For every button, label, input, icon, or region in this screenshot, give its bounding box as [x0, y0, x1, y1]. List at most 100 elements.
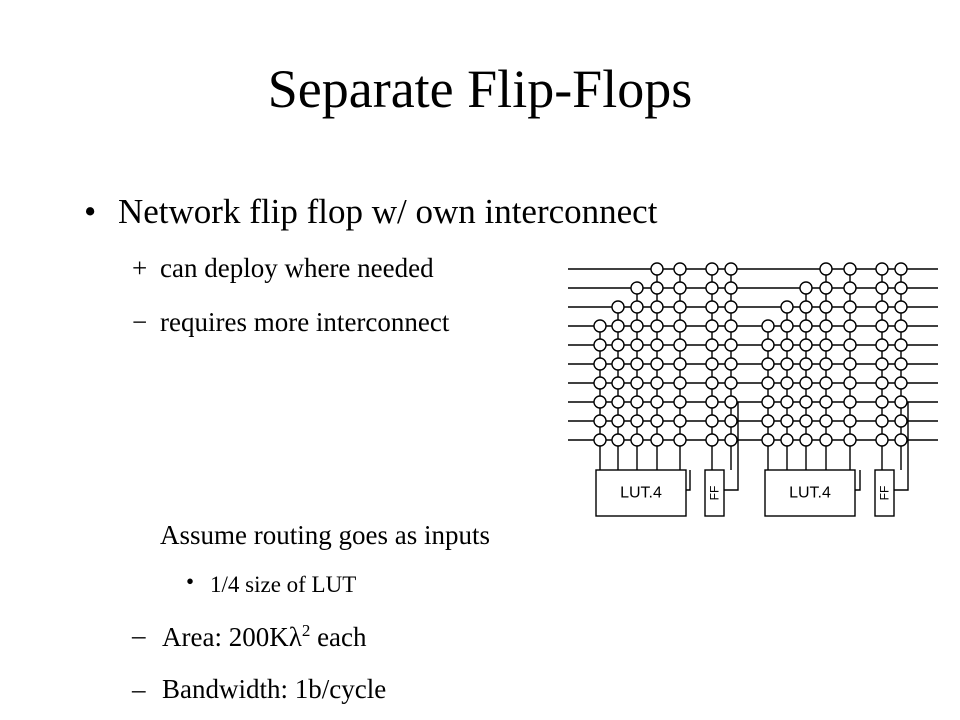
- switch-circle: [673, 319, 687, 333]
- bullet-dot: •: [84, 192, 97, 231]
- switch-circle: [630, 376, 644, 390]
- switch-circle: [630, 433, 644, 447]
- switch-circle: [894, 357, 908, 371]
- switch-circle: [780, 433, 794, 447]
- plus-marker: +: [132, 253, 148, 283]
- switch-circle: [799, 357, 813, 371]
- switch-circle: [799, 414, 813, 428]
- exponent: 2: [301, 621, 311, 640]
- metric-area-suffix: each: [310, 622, 367, 652]
- lut-block: [764, 469, 856, 517]
- switch-circle: [611, 376, 625, 390]
- switch-circle: [875, 300, 889, 314]
- lut-block-label: LUT.4: [789, 485, 831, 502]
- switch-circle: [894, 433, 908, 447]
- switch-circle: [724, 395, 738, 409]
- switch-circle: [761, 395, 775, 409]
- slide-title: Separate Flip-Flops: [267, 59, 693, 119]
- switch-circle: [705, 300, 719, 314]
- dash-marker-area: –: [132, 620, 146, 650]
- switch-circle: [650, 395, 664, 409]
- switch-circle: [724, 376, 738, 390]
- switch-circle: [705, 357, 719, 371]
- switch-circle: [593, 319, 607, 333]
- metric-area-text: Area: 200K: [162, 622, 289, 652]
- switch-circle: [724, 281, 738, 295]
- switch-circle: [894, 262, 908, 276]
- switch-circle: [780, 376, 794, 390]
- switch-circle: [894, 281, 908, 295]
- switch-circle: [875, 433, 889, 447]
- ff-output-wire: [894, 402, 909, 491]
- switch-circle: [819, 433, 833, 447]
- switch-circle: [819, 319, 833, 333]
- switch-circle: [593, 376, 607, 390]
- switch-circle: [593, 414, 607, 428]
- switch-circle: [894, 376, 908, 390]
- switch-circle: [611, 357, 625, 371]
- con-requires-interconnect: requires more interconnect: [160, 307, 450, 337]
- switch-circle: [705, 338, 719, 352]
- ff-block-label: FF: [708, 486, 722, 501]
- switch-circle: [630, 300, 644, 314]
- switch-circle: [843, 319, 857, 333]
- dash-marker-bandwidth: –: [132, 674, 146, 704]
- switch-circle: [875, 395, 889, 409]
- switch-circle: [799, 338, 813, 352]
- switch-circle: [819, 414, 833, 428]
- switch-circle: [705, 414, 719, 428]
- sub-bullet-quarter-lut: 1/4 size of LUT: [210, 572, 357, 597]
- sub-bullet-dot: •: [186, 569, 195, 594]
- switch-circle: [593, 395, 607, 409]
- switch-circle: [843, 281, 857, 295]
- switch-circle: [780, 414, 794, 428]
- ff-block: [874, 469, 895, 517]
- metric-area: Area: 200Kλ2 each: [162, 622, 367, 651]
- switch-circle: [780, 300, 794, 314]
- switch-circle: [780, 357, 794, 371]
- switch-circle: [780, 319, 794, 333]
- switch-circle: [724, 319, 738, 333]
- vertical-wires: [599, 269, 909, 491]
- switch-circle: [673, 300, 687, 314]
- switch-circle: [673, 414, 687, 428]
- assumption-routing: Assume routing goes as inputs: [160, 520, 490, 550]
- switch-circle: [630, 357, 644, 371]
- switch-circle: [761, 338, 775, 352]
- lut-block-label: LUT.4: [620, 485, 662, 502]
- switch-circle: [724, 357, 738, 371]
- ff-block: [704, 469, 725, 517]
- switch-circle: [875, 281, 889, 295]
- switch-circle: [593, 433, 607, 447]
- lut-block: [595, 469, 687, 517]
- switch-circle: [875, 262, 889, 276]
- switch-circle: [650, 414, 664, 428]
- switch-circle: [843, 395, 857, 409]
- switch-circle: [673, 338, 687, 352]
- switch-circle: [705, 376, 719, 390]
- switch-circle: [630, 338, 644, 352]
- switch-circle: [875, 319, 889, 333]
- switch-circle: [673, 281, 687, 295]
- switch-circle: [799, 281, 813, 295]
- switch-circle: [611, 433, 625, 447]
- switch-circle: [843, 414, 857, 428]
- switch-circle: [894, 319, 908, 333]
- switch-circle: [819, 300, 833, 314]
- switch-circle: [593, 357, 607, 371]
- switch-circle: [673, 262, 687, 276]
- switch-circle: [894, 395, 908, 409]
- switch-circle: [761, 414, 775, 428]
- switch-circle: [799, 300, 813, 314]
- switch-circle: [761, 319, 775, 333]
- switch-circle: [673, 357, 687, 371]
- switch-circle: [799, 433, 813, 447]
- lut-output-wire: [854, 470, 861, 491]
- switch-circle: [799, 395, 813, 409]
- switch-circle: [593, 338, 607, 352]
- switch-circle: [650, 281, 664, 295]
- metric-bandwidth: Bandwidth: 1b/cycle: [162, 674, 387, 704]
- switch-circle: [894, 338, 908, 352]
